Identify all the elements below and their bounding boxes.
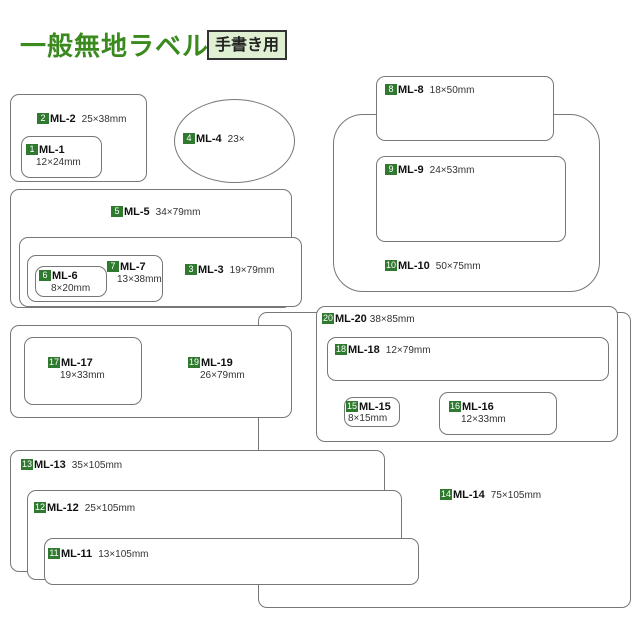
number-badge: 16	[449, 401, 462, 412]
number-badge: 3	[185, 264, 197, 275]
number-badge: 20	[322, 313, 335, 324]
number-badge: 6	[39, 270, 51, 281]
number-badge: 8	[385, 84, 397, 95]
page-title: 一般無地ラベル	[20, 32, 210, 62]
number-badge: 7	[107, 261, 119, 272]
number-badge: 15	[346, 401, 359, 412]
number-badge: 12	[34, 502, 47, 513]
handwriting-badge: 手書き用	[207, 30, 287, 60]
number-badge: 10	[385, 260, 398, 271]
label-ml-9	[376, 156, 566, 242]
number-badge: 13	[21, 459, 34, 470]
number-badge: 17	[48, 357, 61, 368]
number-badge: 4	[183, 133, 195, 144]
number-badge: 2	[37, 113, 49, 124]
label-ml-1	[21, 136, 102, 178]
label-ml-8	[376, 76, 554, 141]
number-badge: 14	[440, 489, 453, 500]
number-badge: 11	[48, 548, 60, 559]
number-badge: 1	[26, 144, 38, 155]
label-ml-17	[24, 337, 142, 405]
number-badge: 19	[188, 357, 201, 368]
label-ml-11	[44, 538, 419, 585]
number-badge: 5	[111, 206, 123, 217]
label-ml-18	[327, 337, 609, 381]
number-badge: 18	[335, 344, 348, 355]
label-ml-16	[439, 392, 557, 435]
number-badge: 9	[385, 164, 397, 175]
